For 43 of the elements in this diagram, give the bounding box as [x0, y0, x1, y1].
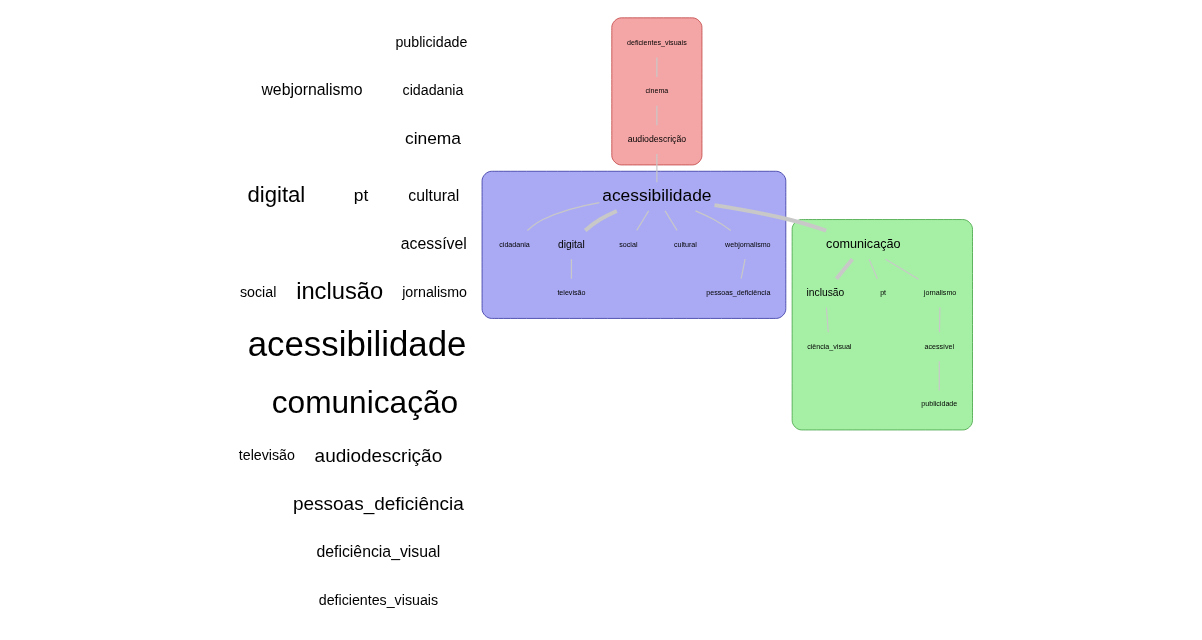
connector	[825, 307, 829, 333]
label: pessoas_deficiência	[292, 493, 464, 515]
node-text: acessibilidade	[601, 185, 711, 206]
label: digital	[246, 182, 305, 208]
connector	[938, 307, 940, 333]
connector	[713, 203, 827, 233]
label: acessível	[400, 234, 467, 252]
label: cinema	[404, 128, 461, 149]
node-text: digital	[557, 238, 585, 250]
label: cultural	[407, 186, 459, 204]
connector	[655, 56, 657, 78]
cluster	[791, 219, 973, 431]
label: webjornalismo	[260, 81, 363, 99]
label: deficientes_visuais	[318, 592, 438, 609]
connector	[834, 257, 854, 280]
label: deficiência_visual	[315, 543, 440, 561]
connector	[694, 210, 731, 232]
connector	[884, 258, 919, 280]
label: inclusão	[295, 278, 383, 305]
label: publicidade	[394, 33, 467, 50]
label: televisão	[238, 447, 295, 464]
node-text: inclusão	[806, 286, 844, 298]
connector	[526, 202, 600, 232]
connector	[664, 210, 678, 232]
connector	[740, 258, 746, 280]
label: pt	[353, 185, 368, 206]
label: audiodescrição	[314, 444, 442, 466]
label: jornalismo	[401, 283, 467, 300]
cluster	[610, 17, 702, 166]
connector	[635, 210, 649, 232]
label: acessibilidade	[247, 323, 466, 363]
connector	[867, 258, 878, 280]
connector	[655, 105, 657, 126]
node-text: audiodescrição	[627, 133, 686, 144]
node-text: comunicação	[825, 236, 901, 251]
connector	[938, 360, 940, 391]
cluster	[481, 170, 786, 319]
connector	[655, 153, 657, 183]
label: cidadania	[402, 81, 463, 98]
label: social	[239, 283, 276, 300]
connector	[570, 258, 572, 280]
connector	[583, 209, 618, 233]
label: comunicação	[271, 383, 458, 420]
